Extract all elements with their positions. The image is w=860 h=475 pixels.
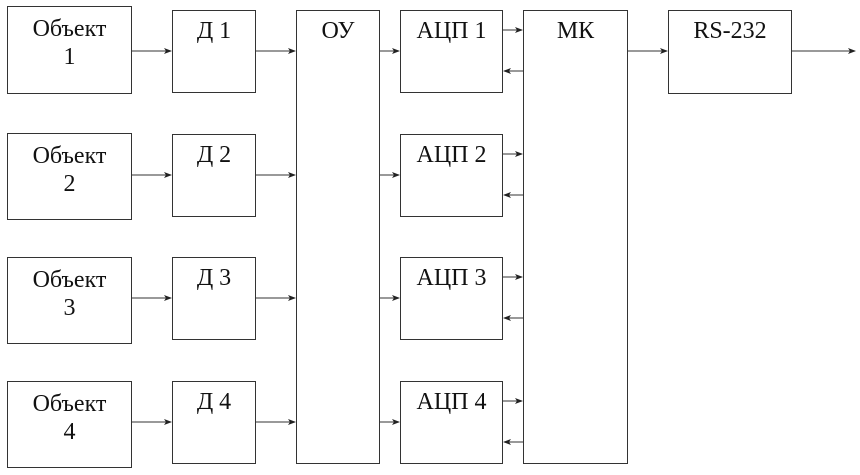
sensor-block-1: Д 1 — [172, 10, 256, 93]
sensor-label: Д 4 — [196, 389, 232, 415]
adc-label: АЦП 2 — [416, 142, 487, 168]
adc-block-4: АЦП 4 — [400, 381, 503, 464]
amplifier-label: ОУ — [321, 18, 355, 44]
amplifier-block: ОУ — [296, 10, 380, 464]
sensor-label: Д 2 — [196, 142, 232, 168]
sensor-label: Д 3 — [196, 265, 232, 291]
adc-block-2: АЦП 2 — [400, 134, 503, 217]
sensor-block-4: Д 4 — [172, 381, 256, 464]
mcu-label: МК — [556, 18, 595, 44]
sensor-block-2: Д 2 — [172, 134, 256, 217]
adc-label: АЦП 1 — [416, 18, 487, 44]
sensor-label: Д 1 — [196, 18, 232, 44]
adc-label: АЦП 3 — [416, 265, 487, 291]
adc-block-1: АЦП 1 — [400, 10, 503, 93]
rs232-block: RS-232 — [668, 10, 792, 94]
rs232-label: RS-232 — [693, 18, 767, 44]
adc-label: АЦП 4 — [416, 389, 487, 415]
sensor-block-3: Д 3 — [172, 257, 256, 340]
mcu-block: МК — [523, 10, 628, 464]
adc-block-3: АЦП 3 — [400, 257, 503, 340]
